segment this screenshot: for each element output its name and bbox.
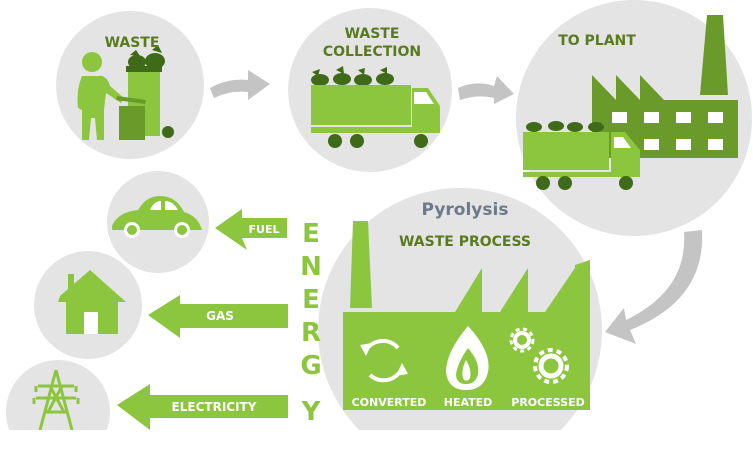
- house-icon: [58, 270, 126, 334]
- stage-heated-label: HEATED: [444, 396, 493, 409]
- step-collection-label-line2: COLLECTION: [323, 44, 421, 60]
- factory-truck-icon: [523, 15, 738, 190]
- fuel-label: FUEL: [249, 223, 280, 236]
- step-waste-label: WASTE: [105, 35, 160, 51]
- flame-icon: [446, 326, 489, 390]
- arrow-collection-to-plant: [458, 76, 514, 104]
- energy-letter: R: [301, 318, 321, 348]
- energy-letter: E: [302, 285, 320, 315]
- energy-letter: E: [302, 219, 320, 249]
- energy-letter: Y: [301, 397, 322, 427]
- arrow-waste-to-collection: [210, 70, 270, 100]
- electricity-arrow: ELECTRICITY: [117, 384, 288, 430]
- energy-letter: N: [300, 252, 322, 282]
- energy-word: E N E R G Y: [300, 219, 322, 427]
- gears-icon: [509, 327, 569, 384]
- person-bin-icon: [77, 45, 174, 140]
- stage-converted-label: CONVERTED: [352, 396, 427, 409]
- process-subtitle: WASTE PROCESS: [399, 234, 531, 250]
- arrow-plant-to-process: [605, 230, 703, 344]
- energy-letter: G: [300, 351, 321, 381]
- power-tower-icon: [32, 369, 80, 430]
- electricity-label: ELECTRICITY: [172, 400, 257, 414]
- gas-label: GAS: [206, 309, 234, 323]
- gas-arrow: GAS: [148, 295, 288, 338]
- garbage-truck-icon: [311, 66, 440, 148]
- recycle-arrows-icon: [360, 338, 408, 383]
- step-plant-label: TO PLANT: [558, 33, 636, 49]
- fuel-arrow: FUEL: [215, 209, 287, 250]
- step-collection-label-line1: WASTE: [345, 26, 400, 42]
- car-icon: [112, 196, 202, 238]
- process-title: Pyrolysis: [422, 200, 509, 220]
- stage-processed-label: PROCESSED: [511, 396, 584, 409]
